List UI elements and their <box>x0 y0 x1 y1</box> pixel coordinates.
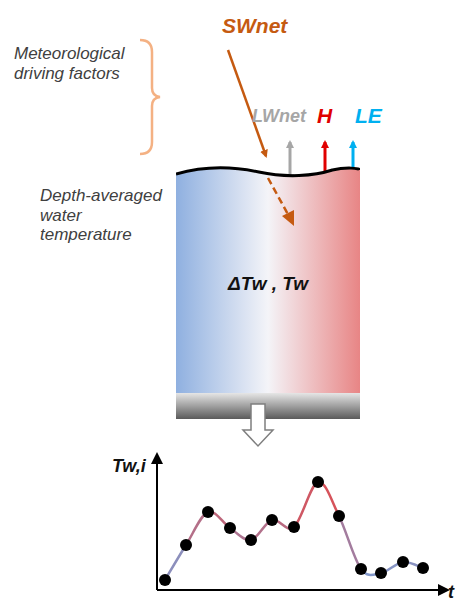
data-point <box>375 567 387 579</box>
water-fill <box>176 168 360 393</box>
node-text: ΔTw , Tw <box>228 273 308 295</box>
data-point <box>417 562 429 574</box>
penetrating-shortwave <box>268 178 290 218</box>
data-point <box>288 521 300 533</box>
axis-label: Tw,i <box>112 456 146 477</box>
data-point <box>397 556 409 568</box>
curve-segment <box>339 516 361 569</box>
transition-arrow <box>243 404 273 446</box>
data-point <box>180 539 192 551</box>
penetrating-head <box>282 210 294 226</box>
sediment-layer <box>176 393 360 419</box>
x-axis <box>157 589 440 591</box>
axis-label: t <box>448 582 454 603</box>
data-point <box>355 563 367 575</box>
curve-segment <box>294 482 318 527</box>
data-point <box>266 514 278 526</box>
flux-label: SWnet <box>222 14 287 38</box>
flux-label: LE <box>355 104 382 128</box>
temperature-curve <box>165 482 423 580</box>
group-label: Meteorological driving factors <box>14 44 146 83</box>
curve-segment <box>165 545 186 580</box>
data-point <box>312 476 324 488</box>
water-column: ΔTw , Tw <box>176 166 360 393</box>
y-axis <box>156 462 158 590</box>
data-point <box>202 506 214 518</box>
flux-label: LWnet <box>252 106 306 127</box>
shortwave-arrow <box>228 50 266 156</box>
data-points <box>159 476 429 586</box>
water-surface <box>176 168 360 176</box>
bracket <box>140 40 160 154</box>
data-point <box>245 534 257 546</box>
data-point <box>159 574 171 586</box>
data-point <box>224 522 236 534</box>
group-label: Depth-averaged water temperature <box>40 186 176 245</box>
data-point <box>333 510 345 522</box>
y-axis-head <box>151 452 163 464</box>
flux-label: H <box>317 104 332 128</box>
